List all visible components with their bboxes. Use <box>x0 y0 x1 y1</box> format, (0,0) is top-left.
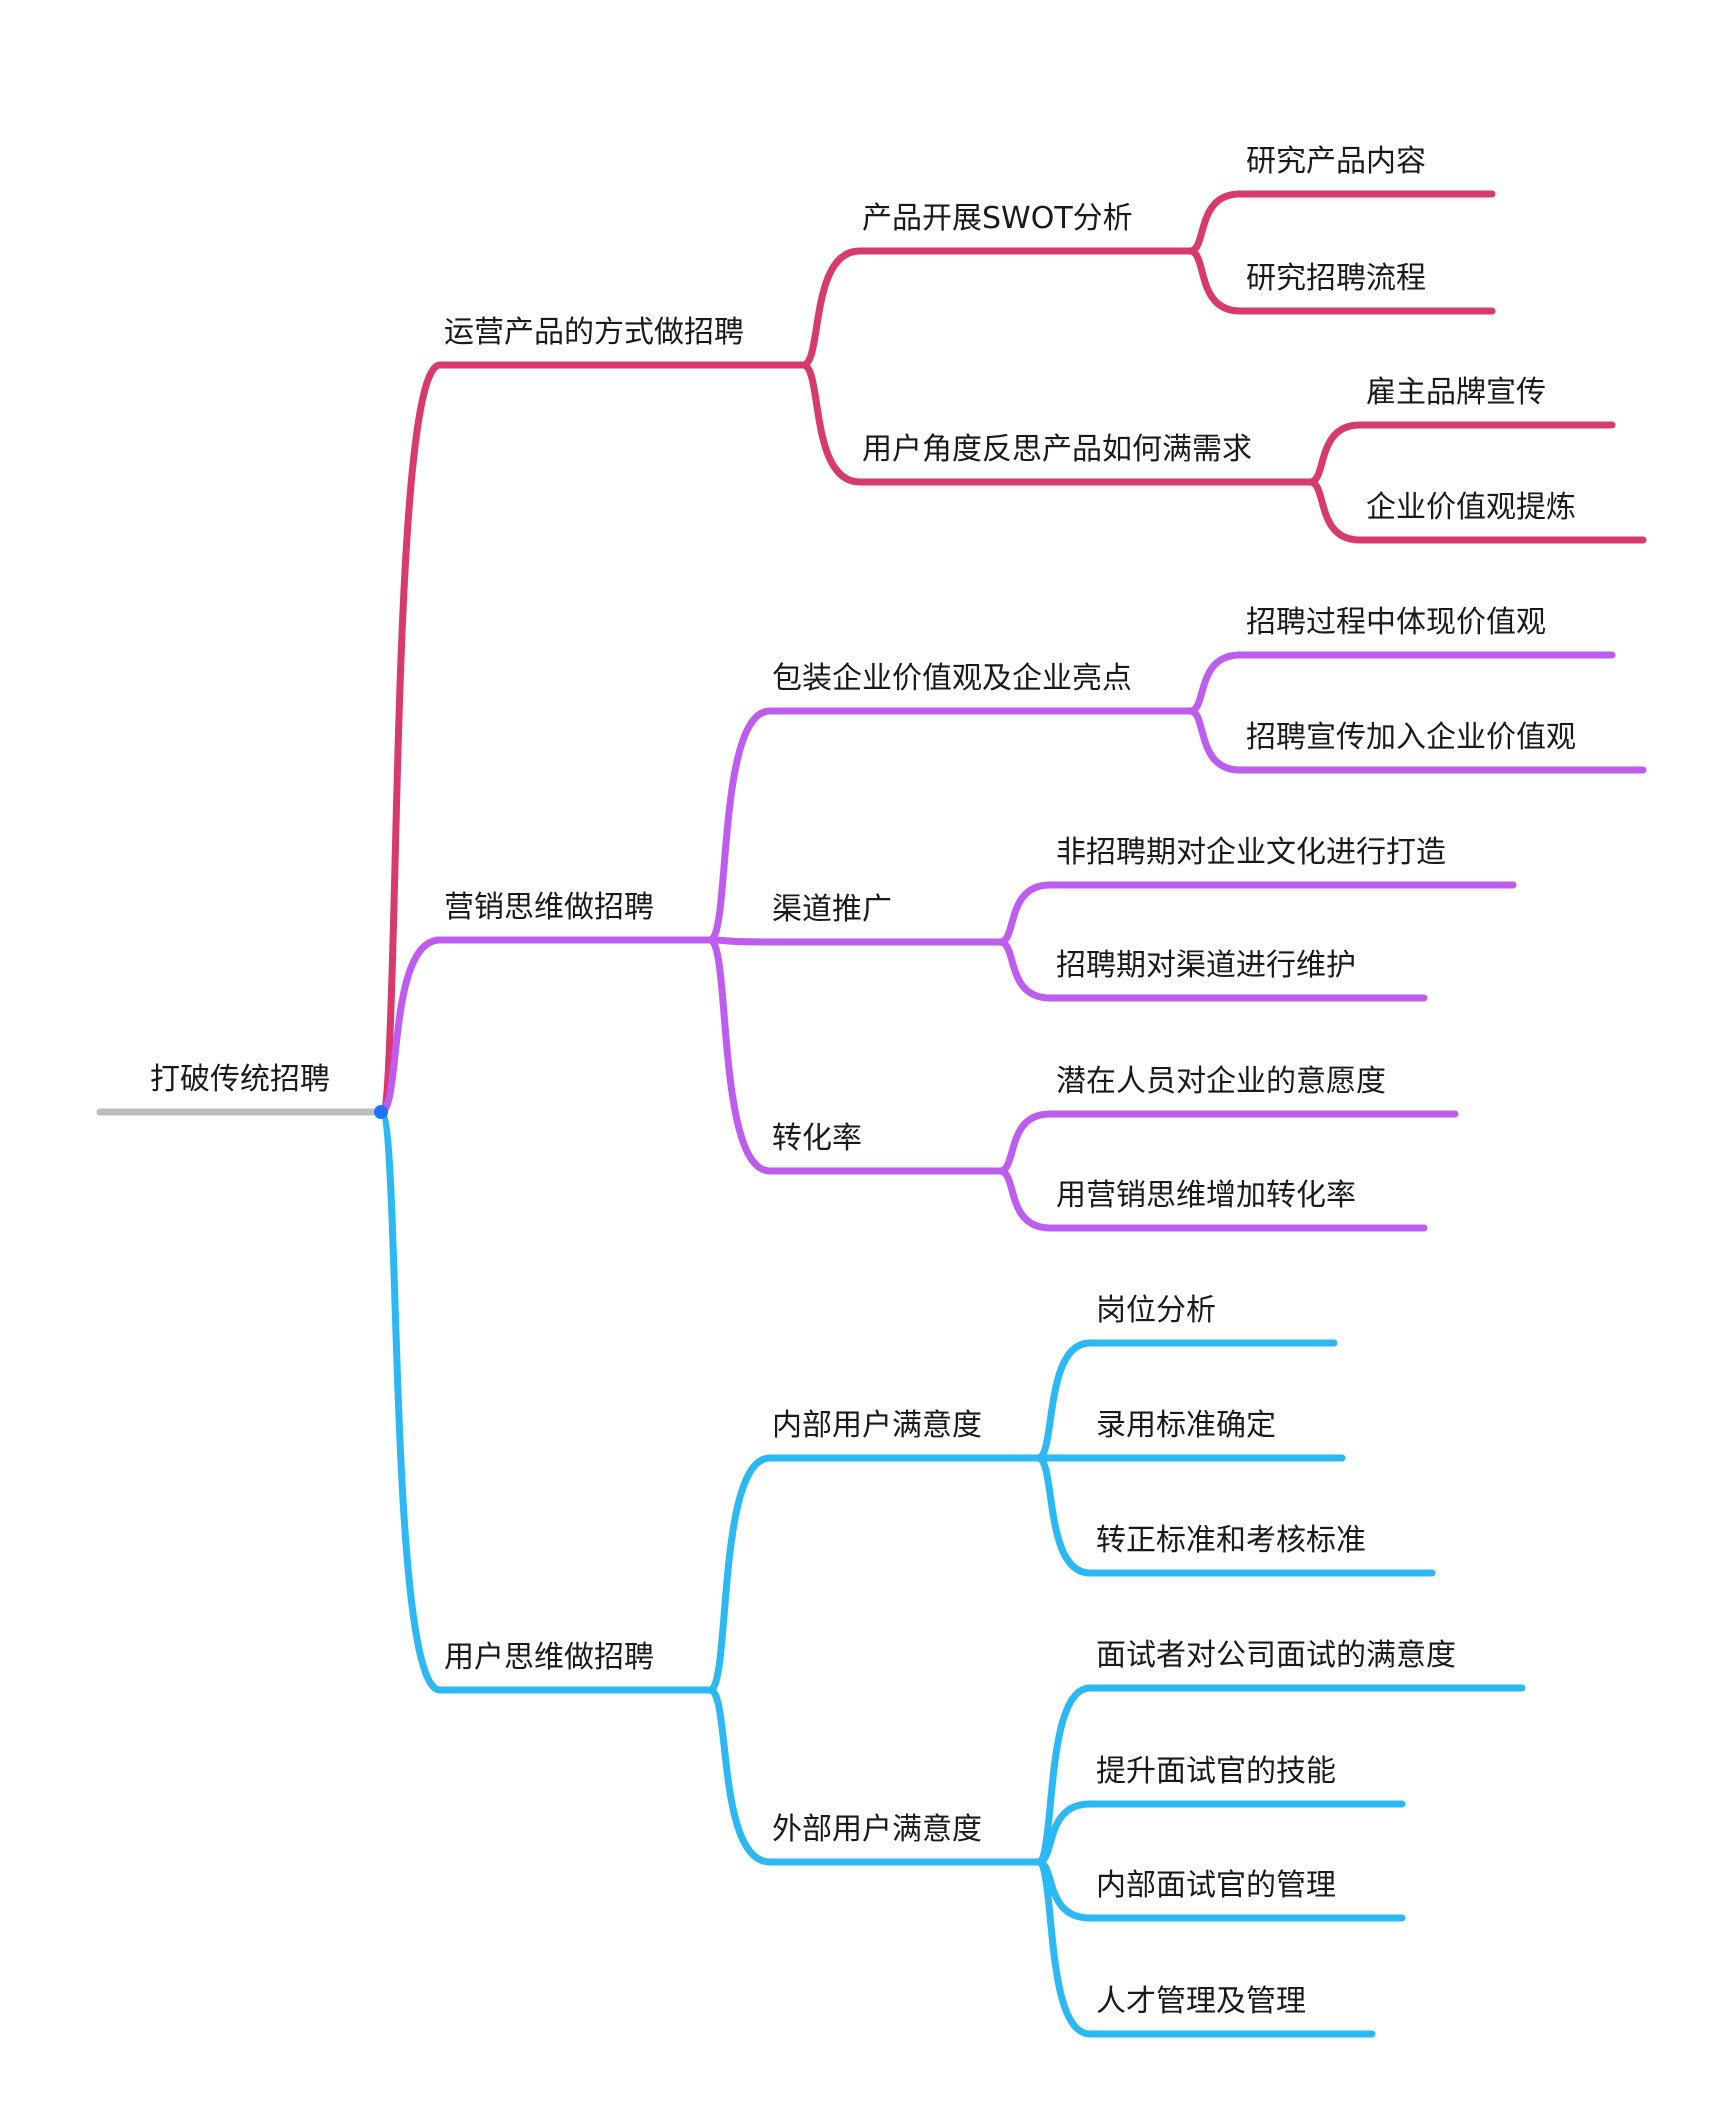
leaf-line <box>1034 1454 1436 1577</box>
leaf-label: 研究产品内容 <box>1246 144 1426 179</box>
leaf-label: 非招聘期对企业文化进行打造 <box>1056 835 1446 870</box>
branch-line <box>377 361 807 1116</box>
subbranch-label: 用户角度反思产品如何满需求 <box>862 432 1252 467</box>
subbranch-line <box>706 707 1194 944</box>
leaf-label: 招聘宣传加入企业价值观 <box>1246 720 1576 755</box>
branch-label: 营销思维做招聘 <box>444 890 654 925</box>
subbranch-label: 内部用户满意度 <box>772 1408 982 1443</box>
root-label: 打破传统招聘 <box>150 1062 330 1097</box>
leaf-line <box>996 938 1428 1002</box>
leaf-line <box>1186 651 1616 715</box>
leaf-label: 录用标准确定 <box>1096 1408 1276 1443</box>
leaf-line <box>996 1167 1428 1232</box>
leaf-line <box>1034 1858 1376 2038</box>
leaf-label: 面试者对公司面试的满意度 <box>1096 1638 1456 1673</box>
branch-line <box>377 936 714 1116</box>
leaf-label: 提升面试官的技能 <box>1096 1754 1336 1789</box>
leaf-label: 潜在人员对企业的意愿度 <box>1056 1064 1386 1099</box>
subbranch-label: 产品开展SWOT分析 <box>862 201 1133 236</box>
leaf-line <box>996 1110 1459 1175</box>
leaf-label: 岗位分析 <box>1096 1293 1216 1328</box>
leaf-line <box>1034 1339 1338 1462</box>
leaf-line <box>1306 421 1616 486</box>
leaf-label: 招聘过程中体现价值观 <box>1246 605 1546 640</box>
branch-line <box>377 1108 714 1694</box>
subbranch-line <box>706 1686 1042 1866</box>
subbranch-line <box>799 247 1194 369</box>
root-connector-dot <box>374 1105 388 1119</box>
leaf-line <box>1186 707 1647 774</box>
subbranch-line <box>706 936 1004 946</box>
subbranch-line <box>706 936 1004 1175</box>
subbranch-label: 渠道推广 <box>772 892 892 927</box>
subbranch-label: 包装企业价值观及企业亮点 <box>772 661 1132 696</box>
leaf-line <box>1186 247 1496 315</box>
leaf-line <box>1306 478 1647 544</box>
leaf-label: 转正标准和考核标准 <box>1096 1523 1366 1558</box>
branch-label: 用户思维做招聘 <box>444 1640 654 1675</box>
subbranch-label: 转化率 <box>772 1121 862 1156</box>
leaf-line <box>1034 1800 1406 1866</box>
leaf-label: 招聘期对渠道进行维护 <box>1056 948 1356 983</box>
leaf-label: 企业价值观提炼 <box>1366 490 1576 525</box>
leaf-label: 用营销思维增加转化率 <box>1056 1178 1356 1213</box>
leaf-line <box>1186 190 1496 255</box>
leaf-label: 内部面试官的管理 <box>1096 1868 1336 1903</box>
subbranch-label: 外部用户满意度 <box>772 1812 982 1847</box>
leaf-label: 研究招聘流程 <box>1246 261 1426 296</box>
subbranch-line <box>706 1454 1042 1694</box>
leaf-label: 人才管理及管理 <box>1096 1984 1306 2019</box>
branch-label: 运营产品的方式做招聘 <box>444 315 744 350</box>
subbranch-line <box>799 361 1314 486</box>
leaf-line <box>996 881 1517 946</box>
leaf-label: 雇主品牌宣传 <box>1366 375 1546 410</box>
